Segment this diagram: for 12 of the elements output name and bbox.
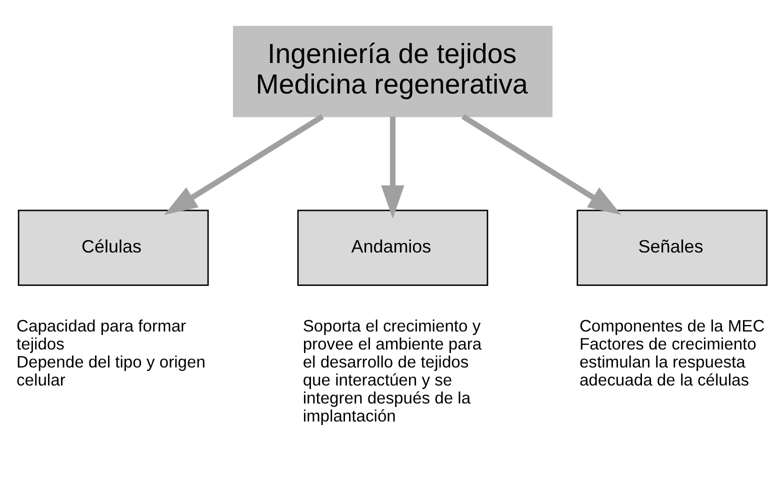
node-label: Componentes de la MEC [579, 316, 765, 336]
node-box: Ingeniería de tejidos Medicina regenerativa [232, 25, 552, 117]
arrow [164, 114, 324, 214]
arrow [381, 116, 404, 218]
node-label: Soporta el crecimiento y provee el ambiente para el desarrollo de tejidos que interactúen y se integren después de la implantación [302, 316, 482, 426]
node-label: Factores de crecimiento estimulan la respuesta adecuada de la células [579, 334, 756, 390]
node-label: Capacidad para formar tejidos [16, 316, 186, 354]
node-box: Señales [576, 209, 768, 286]
node-box: Células [18, 209, 209, 286]
arrow [461, 114, 622, 214]
node-box: Andamios [297, 209, 488, 286]
node-label: Depende del tipo y origen celular [16, 352, 206, 390]
